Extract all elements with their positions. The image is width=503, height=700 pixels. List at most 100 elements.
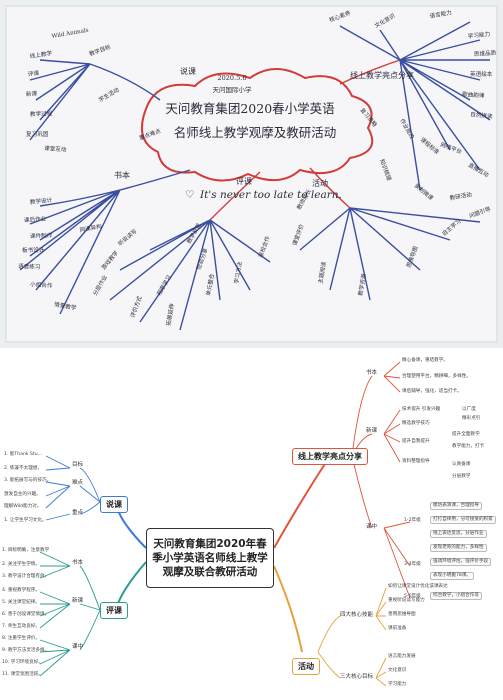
photo-note: 课堂互动 <box>44 144 67 154</box>
photo-note: 拓展延伸 <box>164 303 176 327</box>
photo-note: 英语绘本 <box>470 70 493 78</box>
share-item: 以广度 <box>462 407 476 412</box>
photo-note: 学习方法 <box>232 261 244 285</box>
heart-icon: ♡ <box>185 189 194 201</box>
photo-note: 教学过程 <box>30 109 53 118</box>
share-item: 精选教学技巧 <box>402 421 430 426</box>
photo-note: 主题阅读 <box>316 261 328 285</box>
handwritten-mindmap-photo: 天问教育集团2020春小学英语 名师线上教学观摩及教研活动 2020.5.6 天… <box>0 0 503 348</box>
photo-note: 新课 <box>26 89 38 98</box>
pingke-item: 6. 善于创设课堂情境。 <box>2 612 50 617</box>
digital-mindmap: 天问教育集团2020年春季小学英语名师线上教学观摩及联合教研活动 线上教学亮点分… <box>0 352 503 700</box>
share-item: 合理使用平台，精耕细，多样性。 <box>402 374 471 379</box>
photo-note: 教学资源 <box>356 273 368 297</box>
branch-huodong[interactable]: 活动 <box>292 658 320 675</box>
photo-title-line2: 名师线上教学观摩及教研活动 <box>174 125 337 140</box>
photo-quote: It's never too late to learn. <box>199 189 342 201</box>
share-detail: 发现老师的能力，多样性 <box>430 544 487 552</box>
branch-lines <box>19 21 491 331</box>
pingke-group-label[interactable]: 书本 <box>72 560 84 566</box>
share-item: 提升自我提升 <box>402 439 430 444</box>
photo-note: 课件制作 <box>30 231 53 240</box>
photo-note: 线上教学 <box>29 49 53 60</box>
huodong-group-label[interactable]: 四大核心技能 <box>340 612 374 618</box>
shuoke-item: 1. 让学生学习文化。 <box>4 518 47 523</box>
central-cloud-outline <box>140 68 374 182</box>
shuoke-item: 1. 能Thank Stu... <box>4 452 43 457</box>
branch-share[interactable]: 线上教学亮点分享 <box>292 448 368 465</box>
branch-shuoke[interactable]: 说课 <box>100 496 128 513</box>
photo-note: 学习能力 <box>467 30 490 40</box>
huodong-item: 重视听说读写能力 <box>388 598 425 603</box>
share-item: 5-6年级 <box>404 594 421 599</box>
branch-pingke[interactable]: 评课 <box>100 602 128 619</box>
share-detail: 线上表达反思，分层作业 <box>430 530 487 538</box>
photo-branch-top-right: 线上教学亮点分享 <box>350 70 414 80</box>
photo-note: 小组合作 <box>30 280 53 290</box>
shuoke-group-label[interactable]: 目标 <box>72 462 84 468</box>
pingke-item: 11. 课堂氛围活跃。 <box>2 672 43 677</box>
photo-note: 评课 <box>27 69 39 78</box>
photo-branch-center-bottom: 评课 <box>236 177 252 186</box>
pingke-item: 7. 师生互动良好。 <box>2 624 41 629</box>
link-share <box>273 455 331 549</box>
share-item: 1-2年级 <box>404 518 421 523</box>
huodong-group-label[interactable]: 三大核心目标 <box>340 674 374 680</box>
share-detail: 综合教学，小组合作等 <box>430 592 482 600</box>
pingke-item: 1. 目标明确，注意教学 <box>2 548 50 553</box>
pingke-item: 2. 关注学生学情。 <box>2 562 41 567</box>
pingke-item: 5. 关注课堂纪律。 <box>2 600 41 605</box>
pingke-item: 3. 教学设计合理有效。 <box>2 574 50 579</box>
photo-note: 思维品质 <box>474 48 497 58</box>
shuoke-item: 2. 练兼不太理想。 <box>4 466 43 471</box>
photo-note: 同课异构 <box>79 222 103 234</box>
center-topic[interactable]: 天问教育集团2020年春季小学英语名师线上教学观摩及联合教研活动 <box>146 528 274 588</box>
share-detail: 表现小明搬78课。 <box>430 572 475 580</box>
photo-note: 语音练习 <box>18 262 41 271</box>
share-sublinks <box>351 361 411 599</box>
shuoke-item: 理解Wild能力对。 <box>4 504 42 509</box>
pingke-group-label[interactable]: 课中 <box>72 644 84 650</box>
share-group-label[interactable]: 书本 <box>366 370 378 376</box>
share-item: 3-4年级 <box>404 562 421 567</box>
pingke-item: 8. 注重学生评价。 <box>2 636 41 641</box>
huodong-sublinks <box>317 587 387 687</box>
share-item: 精彩点引 <box>462 416 481 421</box>
shuoke-item: 3. 能拓展写与的技巧。 <box>4 478 52 483</box>
photo-note: 课后作业 <box>24 214 47 224</box>
huodong-item: 课前准备 <box>388 626 407 631</box>
photo-note: 自然拼读 <box>470 110 493 120</box>
paper-sheet <box>5 5 498 343</box>
huodong-item: 语言能力发展 <box>388 654 416 659</box>
pingke-sublinks <box>39 551 101 677</box>
shuoke-group-label[interactable]: 重点 <box>72 510 84 516</box>
share-group-label[interactable]: 新课 <box>366 428 378 434</box>
photo-branch-top-left: 说课 <box>180 66 196 76</box>
pingke-group-label[interactable]: 新课 <box>72 598 84 604</box>
photo-note: 歌曲韵律 <box>462 90 485 100</box>
photo-note: 板书设计 <box>22 246 45 254</box>
share-detail: 模仿表演课，合理指导 <box>430 502 482 510</box>
share-group-label[interactable]: 课中 <box>366 524 378 530</box>
shuoke-group-label[interactable]: 难点 <box>72 480 84 486</box>
share-item: 资料整理指导 <box>402 459 430 464</box>
share-item: 教学能力，打卡 <box>452 444 485 449</box>
share-detail: 打打自律用，分可接受的积累 <box>430 516 496 524</box>
share-item: 提升全面教学 <box>452 432 480 437</box>
share-item: 认真备课 <box>452 462 471 467</box>
share-item: 精心备课，重结教学。 <box>402 358 448 363</box>
photo-branch-bottom-right: 活动 <box>312 178 328 188</box>
shuoke-item: 激发自主的兴趣。 <box>4 492 41 497</box>
photo-org-unit: 天问国际小学 <box>213 85 253 94</box>
photo-note: 复习巩固 <box>26 130 49 138</box>
photo-title-line1: 天问教育集团2020春小学英语 <box>165 101 334 116</box>
link-huodong <box>273 565 303 653</box>
photo-note: 单元整合 <box>204 273 216 297</box>
huodong-item: 学习能力 <box>388 682 407 687</box>
shuoke-sublinks <box>45 455 101 521</box>
huodong-item: 文化意识 <box>388 668 407 673</box>
photo-note: 教学设计 <box>29 196 52 206</box>
photo-note: 情景教学 <box>54 300 78 312</box>
photo-note: 语言能力 <box>429 8 453 20</box>
